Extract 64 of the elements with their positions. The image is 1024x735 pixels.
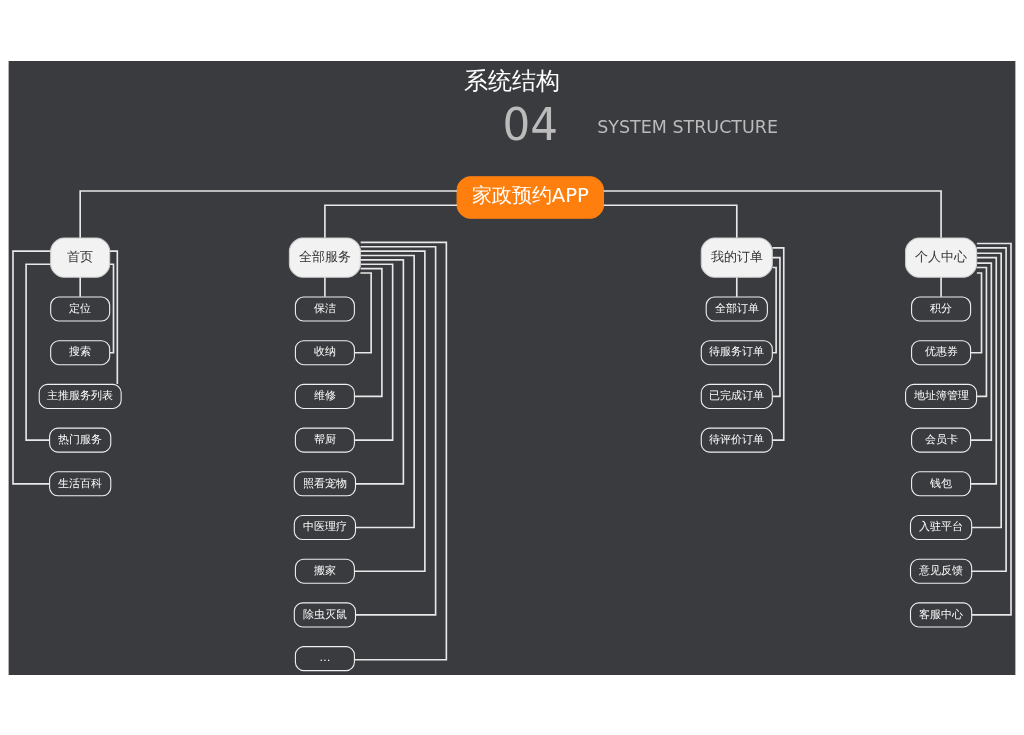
connector xyxy=(353,267,383,397)
node-box: 入驻平台 xyxy=(909,514,973,540)
connector xyxy=(940,276,942,298)
node-box: 地址簿管理 xyxy=(905,383,978,409)
connector xyxy=(353,241,448,661)
connector xyxy=(771,266,777,353)
connector xyxy=(969,261,993,441)
node-box: 已完成订单 xyxy=(700,383,773,409)
connector xyxy=(109,262,115,353)
node-box: 除虫灭鼠 xyxy=(293,601,357,627)
node-box: 积分 xyxy=(911,295,972,322)
diagram-title: 系统结构 xyxy=(464,66,560,95)
node-box: 我的订单 xyxy=(700,236,773,278)
connector xyxy=(79,189,458,238)
connector xyxy=(354,245,437,616)
connector xyxy=(12,249,52,485)
node-box: 全部订单 xyxy=(705,295,768,322)
node-box: 收纳 xyxy=(294,339,355,365)
node-box: … xyxy=(294,645,355,671)
node-box: 家政预约APP xyxy=(456,175,605,219)
connector xyxy=(353,262,394,441)
node-box: 搬家 xyxy=(294,558,355,584)
connector xyxy=(324,276,326,298)
node-box: 保洁 xyxy=(294,295,355,322)
node-box: 会员卡 xyxy=(911,427,972,453)
connector xyxy=(353,271,372,353)
node-box: 定位 xyxy=(50,295,111,322)
connector xyxy=(602,189,942,238)
node-box: 维修 xyxy=(294,383,355,409)
connector xyxy=(354,249,426,572)
node-box: 待评价订单 xyxy=(700,427,773,453)
node-box: 个人中心 xyxy=(905,236,978,278)
node-box: 优惠券 xyxy=(911,339,972,365)
node-box: 首页 xyxy=(50,236,111,278)
connector xyxy=(25,262,52,441)
connector xyxy=(976,266,988,397)
node-box: 热门服务 xyxy=(49,427,112,453)
connector xyxy=(771,246,785,441)
node-box: 客服中心 xyxy=(909,601,973,627)
connector xyxy=(354,254,415,528)
node-box: 全部服务 xyxy=(288,236,361,278)
connector xyxy=(109,249,119,385)
connector xyxy=(735,276,738,298)
connector xyxy=(971,242,1012,616)
node-box: 照看宠物 xyxy=(293,470,357,496)
connector xyxy=(602,203,738,239)
connector xyxy=(355,258,405,485)
label: SYSTEM STRUCTURE xyxy=(597,116,778,137)
label: 04 xyxy=(502,98,559,150)
connector xyxy=(324,203,458,239)
node-box: 意见反馈 xyxy=(909,558,973,584)
node-box: 中医理疗 xyxy=(293,514,357,540)
node-box: 生活百科 xyxy=(49,470,112,496)
connector xyxy=(969,256,998,485)
node-box: 钱包 xyxy=(911,470,972,496)
connector xyxy=(79,276,81,298)
node-box: 待服务订单 xyxy=(700,339,773,365)
node-box: 搜索 xyxy=(50,339,111,365)
connector xyxy=(971,251,1002,528)
connector xyxy=(970,271,983,353)
connector xyxy=(771,256,781,397)
connector xyxy=(970,246,1007,572)
node-box: 帮厨 xyxy=(294,427,355,453)
node-box: 主推服务列表 xyxy=(38,383,122,409)
